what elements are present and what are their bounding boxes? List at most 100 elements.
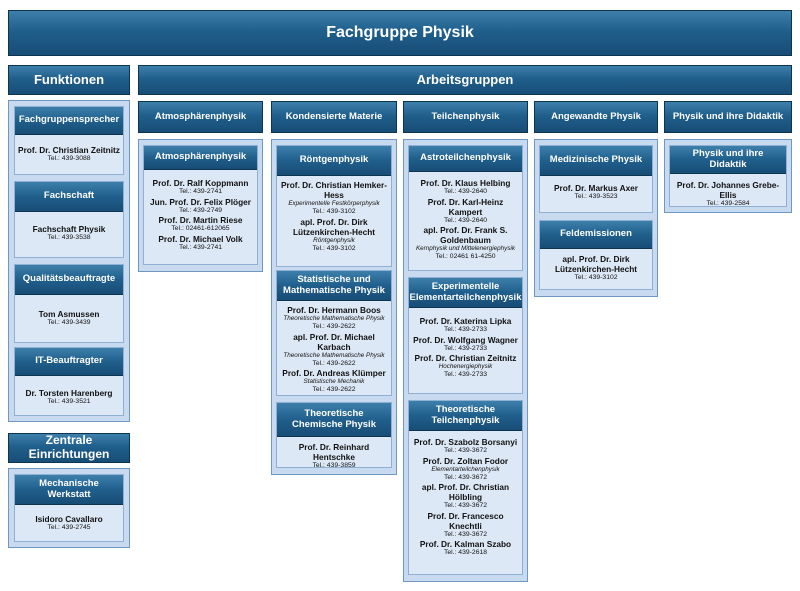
- person-name: apl. Prof. Dr. Dirk Lützenkirchen-Hecht: [292, 216, 376, 237]
- person-tel: Tel.: 439-2622: [312, 386, 356, 393]
- person-tel: Tel.: 439-2584: [706, 200, 750, 207]
- card-title: Mechanische Werkstatt: [15, 475, 123, 505]
- person-tel: Tel.: 439-2622: [312, 359, 356, 367]
- person-specialty: Kernphysik und Mittelenergiephysik: [415, 245, 516, 252]
- person-name: Prof. Dr. Martin Riese: [158, 215, 243, 225]
- person-name: apl. Prof. Dr. Frank S. Goldenbaum: [423, 225, 508, 245]
- person-tel: Tel.: 02461-612065: [171, 225, 230, 232]
- person-name: Jun. Prof. Dr. Felix Plöger: [150, 196, 251, 207]
- card-title: Experimentelle Elementarteilchenphysik: [409, 278, 522, 308]
- person-name: Tom Asmussen: [38, 309, 100, 319]
- person-name: Prof. Dr. Hermann Boos: [287, 305, 381, 315]
- card-fachgruppensprecher: Fachgruppensprecher Prof. Dr. Christian …: [14, 106, 124, 175]
- person-name: Prof. Dr. Michael Volk: [158, 233, 243, 244]
- card-roentgenphysik: Röntgenphysik Prof. Dr. Christian Hemker…: [276, 145, 392, 267]
- card-title: IT-Beauftragter: [15, 348, 123, 376]
- person-name: Prof. Dr. Klaus Helbing: [420, 178, 511, 188]
- card-medizinische-physik: Medizinische Physik Prof. Dr. Markus Axe…: [539, 145, 653, 213]
- person-specialty: Theoretische Mathematische Physik: [283, 351, 385, 359]
- person-tel: Tel.: 439-2618: [443, 549, 488, 556]
- person-name: Prof. Dr. Szabolz Borsanyi: [413, 437, 518, 447]
- column-header-kondensierte-materie: Kondensierte Materie: [271, 101, 397, 133]
- card-title: Fachgruppensprecher: [15, 107, 123, 135]
- person-name: Prof. Dr. Karl-Heinz Kampert: [427, 196, 504, 217]
- person-name: Prof. Dr. Andreas Klümper: [282, 368, 386, 378]
- card-mechanische-werkstatt: Mechanische Werkstatt Isidoro Cavallaro …: [14, 474, 124, 542]
- person-tel: Tel.: 439-3672: [443, 447, 488, 454]
- person-name: apl. Prof. Dr. Christian Hölbling: [421, 482, 510, 502]
- column-header-atmosphaerenphysik: Atmosphärenphysik: [138, 101, 263, 133]
- person-tel: Tel.: 439-3439: [47, 319, 91, 326]
- person-tel: Tel.: 439-2733: [443, 344, 488, 352]
- person-name: Dr. Torsten Harenberg: [25, 388, 113, 398]
- card-title: Theoretische Teilchenphysik: [409, 401, 522, 431]
- person-tel: Tel.: 439-3859: [312, 462, 356, 469]
- column-header-angewandte-physik: Angewandte Physik: [534, 101, 658, 133]
- funktionen-header: Funktionen: [8, 65, 130, 95]
- card-feldemissionen: Feldemissionen apl. Prof. Dr. Dirk Lütze…: [539, 220, 653, 290]
- card-title: Statistische und Mathematische Physik: [277, 271, 391, 301]
- card-title: Theoretische Chemische Physik: [277, 403, 391, 437]
- arbeitsgruppen-header: Arbeitsgruppen: [138, 65, 792, 95]
- person-tel: Tel.: 439-2745: [47, 524, 91, 531]
- person-tel: Tel.: 439-3672: [443, 530, 488, 538]
- person-name: apl. Prof. Dr. Dirk Lützenkirchen-Hecht: [554, 254, 638, 274]
- person-tel: Tel.: 439-3521: [47, 398, 91, 405]
- person-name: Prof. Dr. Ralf Koppmann: [152, 178, 249, 188]
- person-name: Fachschaft Physik: [32, 224, 106, 234]
- card-title: Atmosphärenphysik: [144, 146, 257, 170]
- person-tel: Tel.: 439-2749: [178, 206, 223, 214]
- person-tel: Tel.: 439-2741: [178, 188, 223, 195]
- card-title: Feldemissionen: [540, 221, 652, 249]
- person-tel: Tel.: 439-3088: [47, 155, 91, 162]
- person-tel: Tel.: 439-3672: [443, 473, 488, 481]
- person-name: Prof. Dr. Kalman Szabo: [419, 539, 512, 549]
- person-tel: Tel.: 439-3102: [312, 244, 356, 252]
- person-name: Prof. Dr. Christian Zeitnitz: [18, 145, 120, 155]
- card-title: Medizinische Physik: [540, 146, 652, 176]
- card-title: Fachschaft: [15, 182, 123, 212]
- card-atmosphaerenphysik: Atmosphärenphysik Prof. Dr. Ralf Koppman…: [143, 145, 258, 265]
- card-statistische-mathematische-physik: Statistische und Mathematische Physik Pr…: [276, 270, 392, 396]
- card-title: Qualitätsbeauftragte: [15, 265, 123, 295]
- card-fachschaft: Fachschaft Fachschaft Physik Tel.: 439-3…: [14, 181, 124, 258]
- main-title: Fachgruppe Physik: [8, 10, 792, 56]
- card-it-beauftragter: IT-Beauftragter Dr. Torsten Harenberg Te…: [14, 347, 124, 416]
- person-tel: Tel.: 439-2733: [443, 371, 488, 378]
- person-specialty: Experimentelle Festkörperphysik: [288, 200, 380, 207]
- person-tel: Tel.: 439-3523: [574, 193, 618, 200]
- person-name: Prof. Dr. Markus Axer: [553, 183, 639, 193]
- column-header-physik-didaktik: Physik und ihre Didaktik: [664, 101, 792, 133]
- person-specialty: Statistische Mechanik: [303, 378, 365, 385]
- person-name: Prof. Dr. Wolfgang Wagner: [413, 334, 518, 345]
- card-title: Röntgenphysik: [277, 146, 391, 176]
- person-name: Isidoro Cavallaro: [35, 514, 103, 524]
- card-qualitaetsbeauftragte: Qualitätsbeauftragte Tom Asmussen Tel.: …: [14, 264, 124, 343]
- person-specialty: Theoretische Mathematische Physik: [283, 315, 385, 322]
- person-name: apl. Prof. Dr. Michael Karbach: [293, 331, 375, 352]
- card-physik-didaktik: Physik und ihre Didaktik Prof. Dr. Johan…: [669, 145, 787, 207]
- person-name: Prof. Dr. Zoltan Fodor: [422, 455, 509, 466]
- card-title: Astroteilchenphysik: [409, 146, 522, 172]
- zentrale-header: Zentrale Einrichtungen: [8, 433, 130, 463]
- person-tel: Tel.: 439-2640: [443, 216, 488, 224]
- person-tel: Tel.: 439-3102: [574, 274, 618, 281]
- person-tel: Tel.: 02461 61-4250: [435, 253, 496, 260]
- person-tel: Tel.: 439-2733: [443, 326, 488, 333]
- person-specialty: Elementarteilchenphysik: [431, 465, 500, 473]
- card-theoretische-teilchenphysik: Theoretische Teilchenphysik Prof. Dr. Sz…: [408, 400, 523, 575]
- card-title: Physik und ihre Didaktik: [670, 146, 786, 174]
- card-theoretische-chemische-physik: Theoretische Chemische Physik Prof. Dr. …: [276, 402, 392, 469]
- person-specialty: Röntgenphysik: [313, 236, 355, 244]
- person-tel: Tel.: 439-2741: [178, 243, 223, 251]
- person-name: Prof. Dr. Katerina Lipka: [419, 316, 512, 326]
- person-name: Prof. Dr. Johannes Grebe-Ellis: [676, 180, 780, 200]
- column-header-teilchenphysik: Teilchenphysik: [403, 101, 528, 133]
- person-specialty: Hochenergiephysik: [438, 363, 493, 370]
- person-tel: Tel.: 439-3102: [312, 208, 356, 215]
- person-tel: Tel.: 439-2622: [312, 323, 356, 330]
- person-name: Prof. Dr. Francesco Knechtli: [427, 510, 504, 531]
- person-tel: Tel.: 439-3538: [47, 234, 91, 241]
- person-name: Prof. Dr. Christian Hemker-Hess: [280, 180, 388, 200]
- person-name: Prof. Dr. Reinhard Hentschke: [298, 442, 370, 462]
